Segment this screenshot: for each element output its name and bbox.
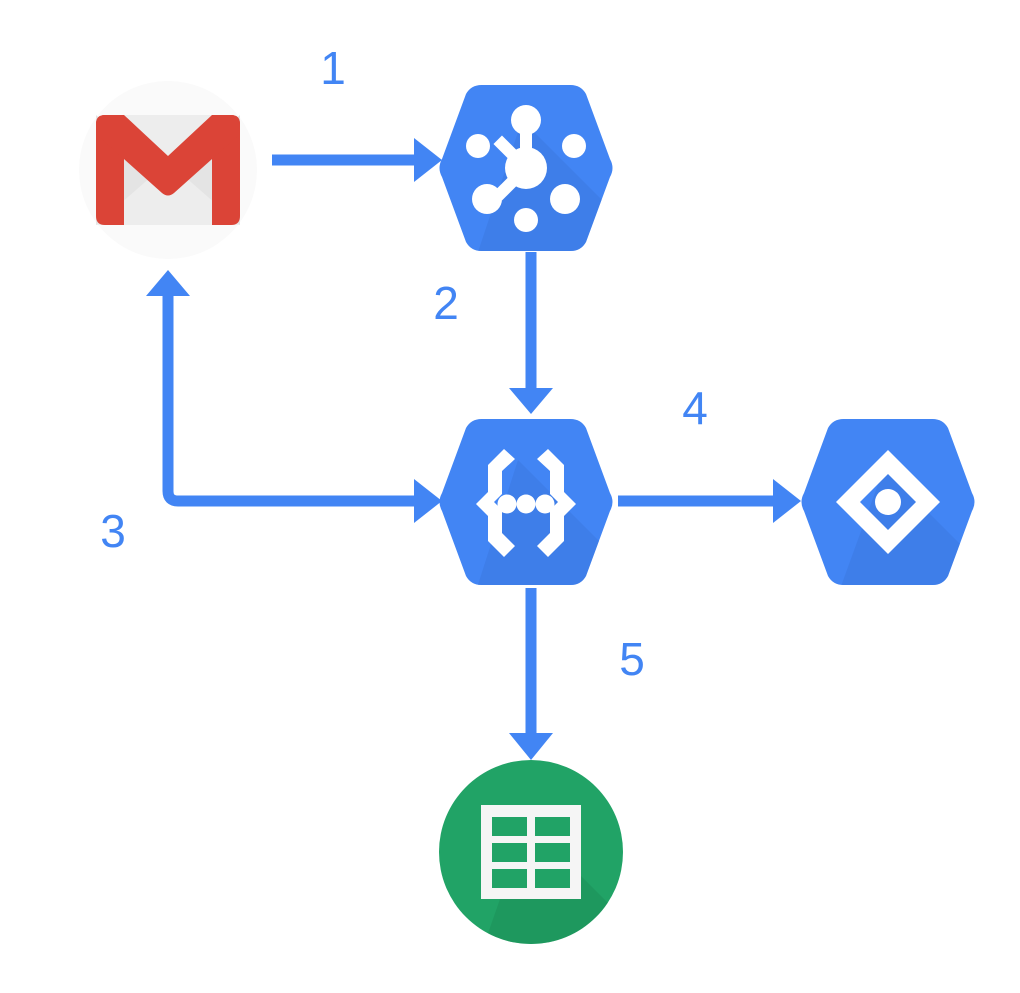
sheets-cell-r3c1 xyxy=(492,869,527,888)
google-sheets-icon xyxy=(481,805,581,899)
step-label-1: 1 xyxy=(320,42,346,94)
sheets-cell-r3c2 xyxy=(535,869,570,888)
connector-2-arrowhead xyxy=(509,388,553,414)
sheets-cell-r2c2 xyxy=(535,843,570,862)
connector-3-arrowhead-to-functions xyxy=(414,479,442,523)
pubsub-node-bottom-right xyxy=(550,184,580,214)
vision-eye-diamond xyxy=(836,450,940,554)
node-cloud-functions[interactable] xyxy=(439,419,647,622)
pubsub-node-top xyxy=(511,105,541,135)
connector-2-pubsub-to-functions xyxy=(509,252,553,414)
pubsub-node-bottom xyxy=(514,208,538,232)
connector-5-arrowhead xyxy=(509,733,553,760)
step-label-2: 2 xyxy=(433,277,459,329)
cloud-functions-icon xyxy=(476,449,576,557)
step-label-3: 3 xyxy=(100,505,126,557)
functions-right-bracket xyxy=(537,449,576,557)
sheets-cell-r2c1 xyxy=(492,843,527,862)
node-gmail[interactable] xyxy=(79,81,257,259)
vision-pupil xyxy=(875,489,901,515)
step-label-5: 5 xyxy=(619,633,645,685)
gmail-m-stroke xyxy=(96,115,240,196)
gmail-icon xyxy=(96,115,240,225)
connector-3-arrowhead-to-gmail xyxy=(146,270,190,296)
functions-dot-right xyxy=(535,494,555,514)
functions-dot-center xyxy=(516,494,536,514)
connector-1-gmail-to-pubsub xyxy=(272,138,442,182)
sheets-cell-r1c1 xyxy=(492,817,527,836)
connector-4-functions-to-vision xyxy=(618,479,801,523)
connector-3-functions-to-gmail xyxy=(146,270,442,523)
functions-dot-left xyxy=(497,494,517,514)
connector-5-functions-to-sheets xyxy=(509,588,553,760)
connector-3-path xyxy=(162,296,414,507)
step-label-4: 4 xyxy=(682,382,708,434)
connector-1-arrowhead xyxy=(414,138,442,182)
node-cloud-pubsub[interactable] xyxy=(439,85,647,288)
sheets-cell-r1c2 xyxy=(535,817,570,836)
pubsub-node-right xyxy=(562,134,586,158)
functions-left-bracket xyxy=(476,449,515,557)
pubsub-node-left xyxy=(466,134,490,158)
cloud-pubsub-icon xyxy=(466,105,586,232)
node-cloud-vision[interactable] xyxy=(801,419,1009,622)
pubsub-center-node xyxy=(505,147,547,189)
pubsub-node-bottom-left xyxy=(472,184,502,214)
connector-4-arrowhead xyxy=(773,479,801,523)
node-google-sheets[interactable] xyxy=(439,760,651,982)
cloud-vision-icon xyxy=(836,450,940,554)
